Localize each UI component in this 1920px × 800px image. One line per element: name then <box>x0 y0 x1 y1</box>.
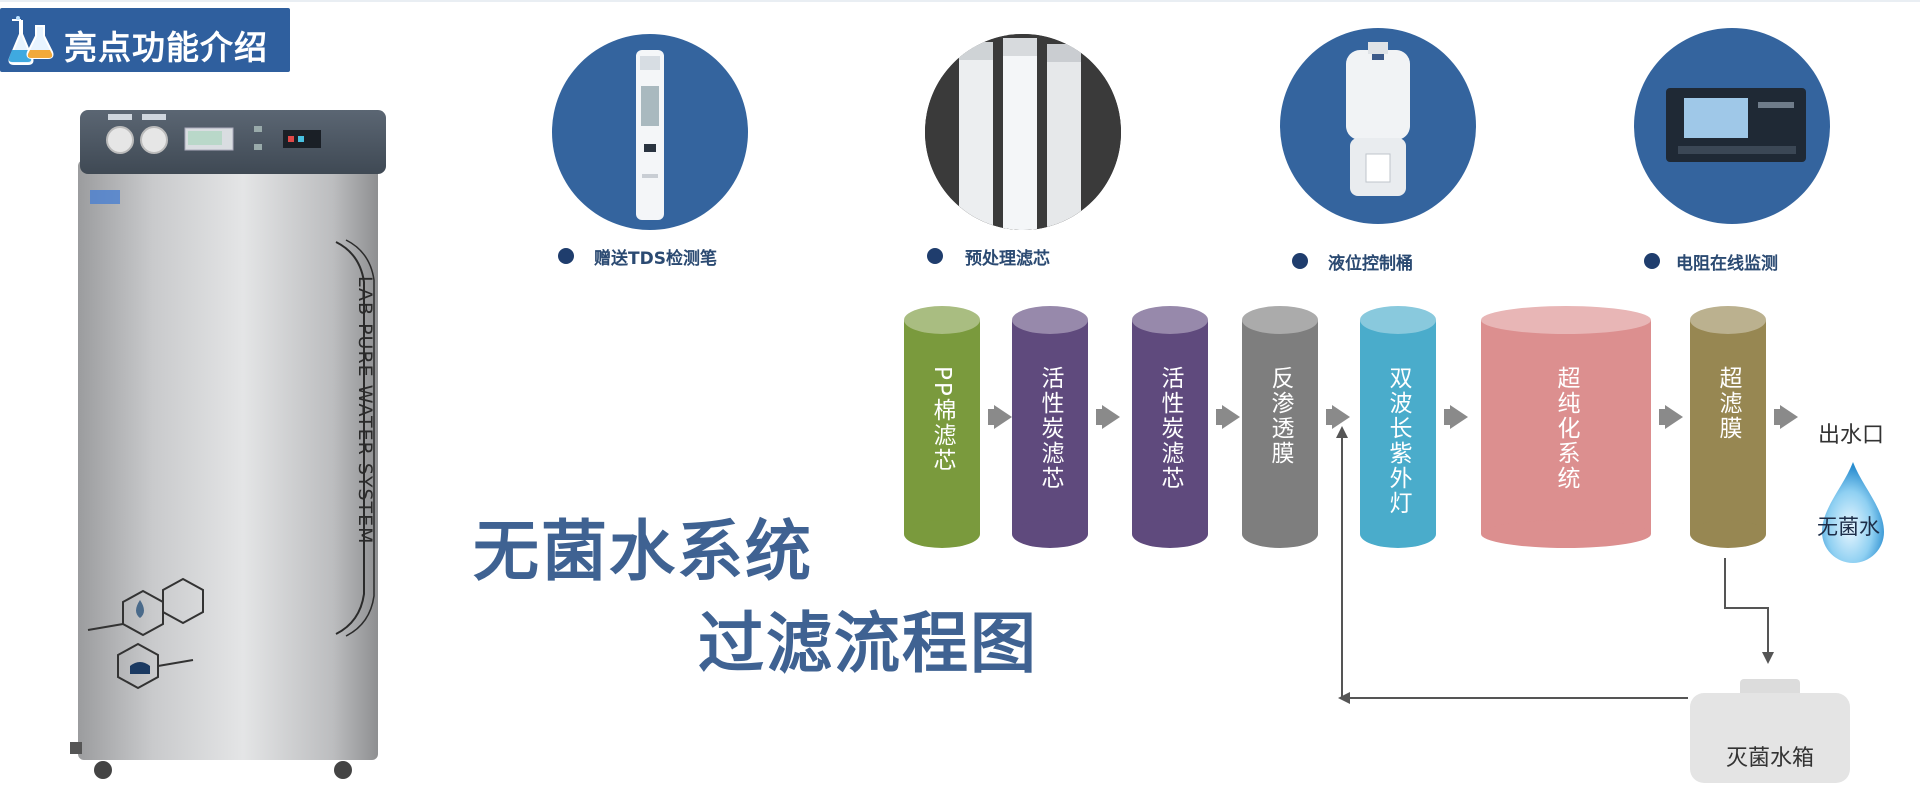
diagram-title-line-2: 过滤流程图 <box>698 605 1038 682</box>
filter-stage-1: PP棉滤芯 <box>904 306 980 548</box>
sterile-water-tank <box>1690 679 1850 783</box>
water-drop-icon <box>1822 462 1884 563</box>
flow-arrow-stem <box>1659 409 1667 425</box>
return-connector <box>1336 426 1774 704</box>
flow-arrow-stem <box>1216 409 1224 425</box>
tank-label: 灭菌水箱 <box>1726 746 1815 771</box>
cabinet-side-text: LAB PURE WATER SYSTEM <box>354 276 376 545</box>
tds-pen-icon <box>552 34 748 230</box>
feature-prefilter: 预处理滤芯 <box>925 34 1155 274</box>
flow-arrow-icon <box>1102 405 1120 429</box>
filter-stage-4: 反渗透膜 <box>1242 306 1318 548</box>
flow-arrow-stem <box>1774 409 1782 425</box>
top-divider <box>0 0 1920 2</box>
feature-tds-pen: 赠送TDS检测笔 <box>552 34 782 274</box>
bullet-dot <box>927 248 943 264</box>
bullet-dot <box>558 248 574 264</box>
filter-cartridge-icon <box>925 34 1121 230</box>
filter-stage-3: 活性炭滤芯 <box>1132 306 1208 548</box>
flow-arrow-icon <box>1780 405 1798 429</box>
filter-stage-label: 活性炭滤芯 <box>1157 366 1183 491</box>
flow-arrow-icon <box>1332 405 1350 429</box>
feature-label: 赠送TDS检测笔 <box>594 249 717 269</box>
filter-stage-label: 活性炭滤芯 <box>1037 366 1063 491</box>
filter-stage-label: 双波长紫外灯 <box>1385 366 1411 516</box>
flow-arrow-stem <box>1326 409 1334 425</box>
bullet-dot <box>1292 253 1308 269</box>
outlet-label: 出水口 <box>1818 423 1885 448</box>
filter-stage-7: 超滤膜 <box>1690 306 1766 548</box>
filter-stage-label: 反渗透膜 <box>1267 366 1293 466</box>
diagram-title-line-1: 无菌水系统 <box>473 513 813 590</box>
lab-flask-icon <box>8 16 54 65</box>
flow-arrow-stem <box>1096 409 1104 425</box>
feature-resistivity: 电阻在线监测 <box>1634 28 1864 274</box>
water-system-cabinet: LAB PURE WATER SYSTEM <box>68 100 404 785</box>
water-drop-label: 无菌水 <box>1817 515 1880 539</box>
feature-label: 液位控制桶 <box>1328 254 1413 274</box>
flow-arrow-stem <box>1444 409 1452 425</box>
section-title: 亮点功能介绍 <box>64 28 268 67</box>
filter-stage-label: PP棉滤芯 <box>929 366 955 473</box>
filter-stage-2: 活性炭滤芯 <box>1012 306 1088 548</box>
filter-stage-label: 超纯化系统 <box>1553 366 1579 491</box>
filter-stage-5: 双波长紫外灯 <box>1360 306 1436 548</box>
flow-arrow-stem <box>988 409 996 425</box>
feature-level-tank: 液位控制桶 <box>1280 28 1510 274</box>
filter-stage-label: 超滤膜 <box>1715 366 1741 441</box>
flow-arrow-icon <box>1665 405 1683 429</box>
bullet-dot <box>1644 253 1660 269</box>
level-tank-icon <box>1280 28 1476 224</box>
flow-arrow-icon <box>1450 405 1468 429</box>
flow-arrow-icon <box>1222 405 1240 429</box>
feature-label: 电阻在线监测 <box>1676 254 1778 274</box>
feature-label: 预处理滤芯 <box>965 249 1050 269</box>
filter-stage-6: 超纯化系统 <box>1481 306 1651 548</box>
resistivity-monitor-icon <box>1634 28 1830 224</box>
flow-arrow-icon <box>994 405 1012 429</box>
section-header-badge: 亮点功能介绍 <box>0 8 290 72</box>
